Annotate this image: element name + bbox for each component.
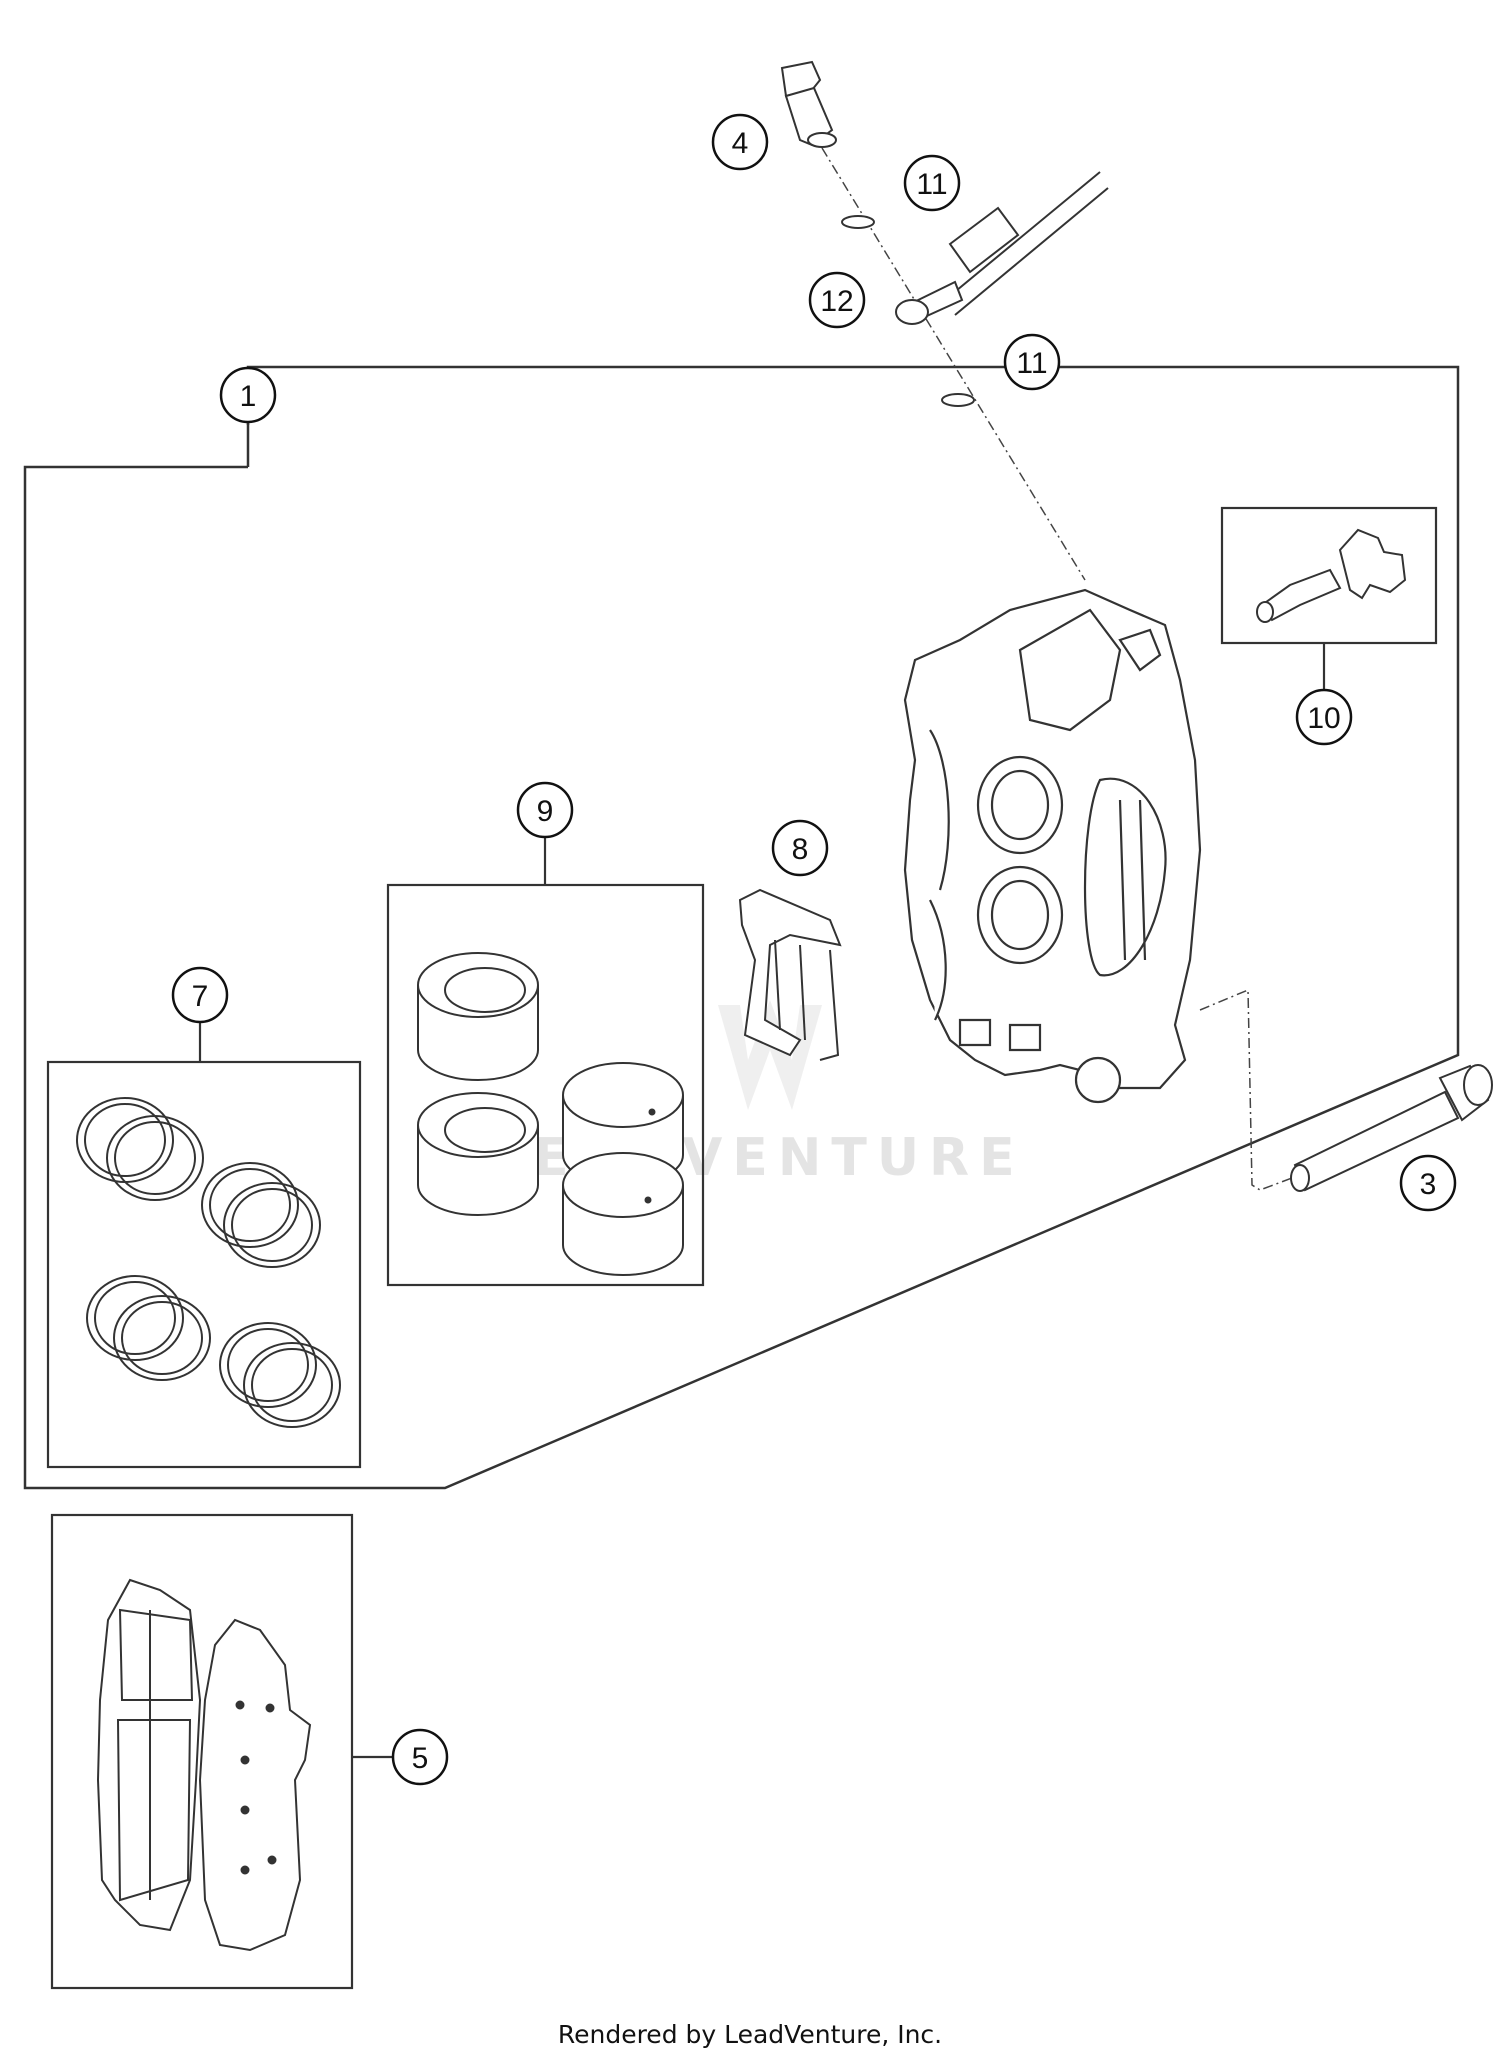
callout-10-label: 10 (1307, 702, 1340, 735)
piston-2 (417, 1092, 539, 1216)
callout-3[interactable]: 3 (1399, 1154, 1457, 1212)
callout-8[interactable]: 8 (771, 819, 829, 877)
callout-11-lower-label: 11 (1016, 347, 1047, 380)
bolt-3-leader (1199, 988, 1301, 1191)
piston-parts (417, 952, 684, 1276)
callout-11-upper-label: 11 (916, 168, 947, 201)
seal-pair-1 (76, 1097, 204, 1201)
bleeder-kit-box (1220, 506, 1438, 645)
brake-pad-parts (96, 1578, 312, 1952)
assembly-1-outline (23, 365, 1460, 1490)
callout-3-label: 3 (1420, 1168, 1437, 1201)
callout-9[interactable]: 9 (516, 781, 574, 839)
callout-5[interactable]: 5 (391, 1728, 449, 1786)
callout-12[interactable]: 12 (808, 271, 866, 329)
callout-1-label: 1 (240, 380, 257, 413)
callout-7-label: 7 (192, 980, 209, 1013)
brake-pads-box (50, 1513, 354, 1990)
seal-pair-3 (86, 1275, 211, 1381)
bleeder-valve-part (1256, 528, 1407, 623)
callout-11-lower[interactable]: 11 (1003, 333, 1061, 391)
callout-8-label: 8 (792, 833, 809, 866)
washer-part-lower (941, 393, 975, 407)
brake-pad-front (198, 1618, 312, 1952)
callout-9-label: 9 (537, 795, 554, 828)
callout-1[interactable]: 1 (219, 366, 277, 424)
callout-11-upper[interactable]: 11 (903, 154, 961, 212)
callout-4[interactable]: 4 (711, 113, 769, 171)
bleeder-screw-part (780, 60, 837, 148)
washer-part-upper (841, 215, 875, 229)
footer-credit: Rendered by LeadVenture, Inc. (557, 2020, 943, 2049)
callout-10[interactable]: 10 (1295, 688, 1353, 746)
callout-7[interactable]: 7 (171, 966, 229, 1024)
caliper-body-part (903, 588, 1202, 1104)
seal-parts (76, 1097, 341, 1428)
seal-pair-4 (219, 1322, 341, 1428)
pad-spring-part (738, 888, 842, 1061)
seal-kit-box (46, 1060, 362, 1469)
callout-5-label: 5 (412, 1742, 429, 1775)
callout-12-label: 12 (820, 285, 853, 318)
bolt-part (1290, 1064, 1493, 1192)
callout-4-label: 4 (732, 127, 749, 160)
seal-pair-2 (201, 1162, 321, 1268)
brake-line-part (895, 171, 1109, 325)
watermark-logo-icon (718, 1000, 822, 1110)
brake-pad-rear (96, 1578, 202, 1932)
piston-4 (562, 1152, 684, 1276)
piston-1 (417, 952, 539, 1081)
